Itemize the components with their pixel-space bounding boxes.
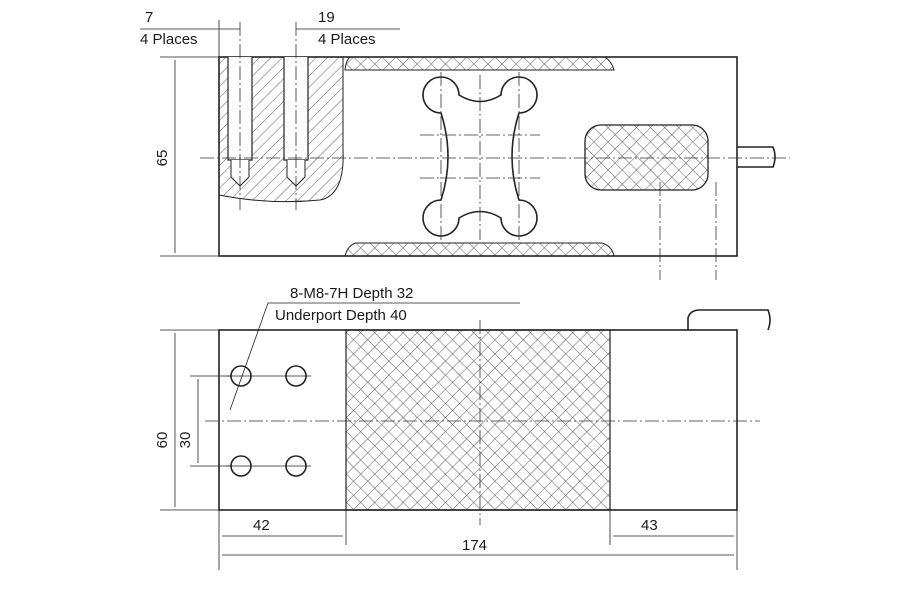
dim-hole-diameter: 7: [145, 9, 153, 26]
dim-hole-diameter-note: 4 Places: [140, 31, 198, 48]
cable: [687, 309, 771, 331]
dim-hole-spacing: 19: [318, 9, 335, 26]
bolt-hole-section: [283, 57, 309, 187]
dim-hole-pitch: 30: [177, 432, 194, 449]
thread-note: 8-M8-7H Depth 32: [290, 285, 413, 302]
dim-height: 65: [154, 150, 171, 167]
gauge-strip-bottom: [344, 242, 615, 257]
dim-hole-spacing-note: 4 Places: [318, 31, 376, 48]
gauge-strip-top: [344, 56, 615, 71]
gauge-cover: [584, 124, 709, 191]
dim-right-pad: 43: [641, 517, 658, 534]
gauge-area: [345, 329, 611, 511]
dim-left-pad: 42: [253, 517, 270, 534]
dim-total-length: 174: [462, 537, 487, 554]
cable: [737, 146, 776, 168]
underport-note: Underport Depth 40: [275, 307, 407, 324]
binocular-cutout: [420, 72, 540, 240]
dim-width: 60: [154, 432, 171, 449]
top-view: 7 4 Places 19 4 Places 65: [140, 9, 790, 280]
mounting-holes: [226, 365, 311, 477]
bottom-view: 8-M8-7H Depth 32 Underport Depth 40 60 3…: [154, 285, 771, 570]
